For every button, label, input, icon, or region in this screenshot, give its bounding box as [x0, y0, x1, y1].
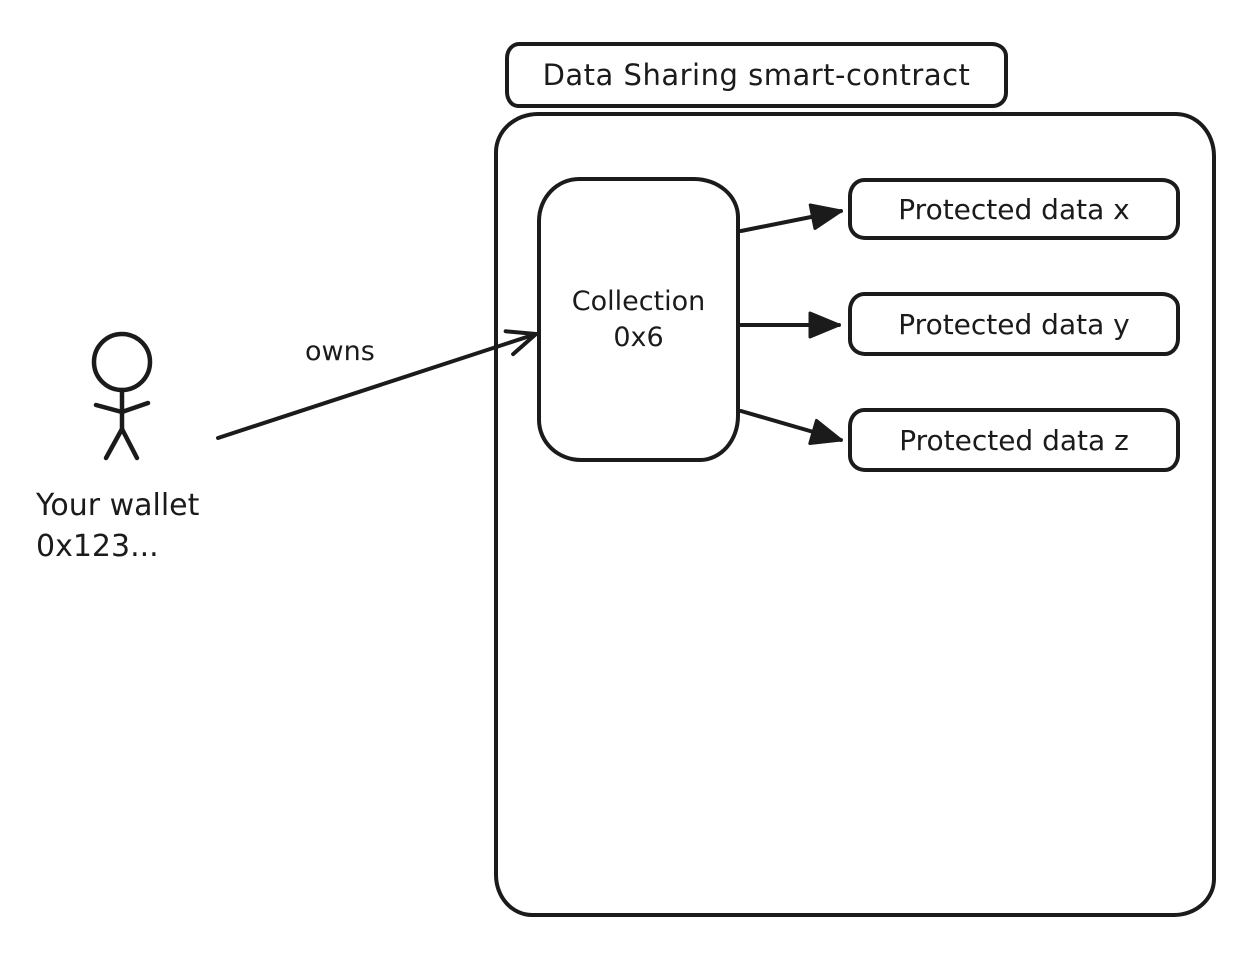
protected-data-x-label: Protected data x: [898, 192, 1130, 226]
title-box: Data Sharing smart-contract: [505, 42, 1008, 108]
stick-figure-icon: [91, 331, 153, 461]
wallet-label: Your wallet 0x123...: [36, 486, 199, 567]
collection-label-line1: Collection: [571, 286, 706, 318]
title-label: Data Sharing smart-contract: [542, 58, 971, 92]
protected-data-y-box: Protected data y: [848, 292, 1180, 356]
protected-data-x-box: Protected data x: [848, 178, 1180, 240]
owns-arrow-label: owns: [305, 336, 375, 367]
collection-label-line2: 0x6: [613, 321, 664, 353]
collection-box: Collection 0x6: [537, 177, 740, 462]
wallet-label-line1: Your wallet: [36, 488, 200, 523]
owns-arrow: [216, 329, 538, 440]
protected-data-y-label: Protected data y: [898, 307, 1130, 341]
protected-data-z-label: Protected data z: [899, 423, 1129, 457]
protected-data-z-box: Protected data z: [848, 408, 1180, 472]
wallet-label-line2: 0x123...: [36, 528, 159, 564]
